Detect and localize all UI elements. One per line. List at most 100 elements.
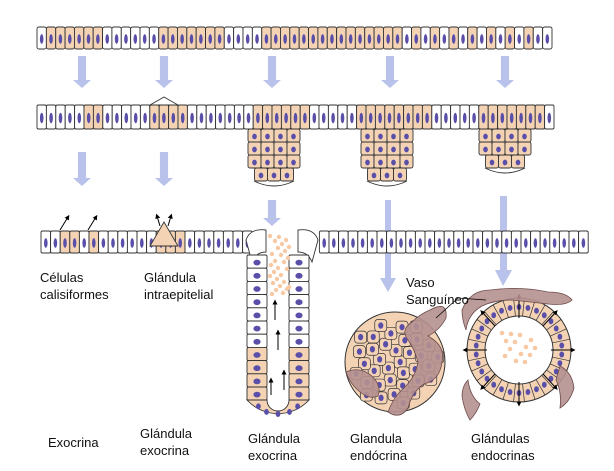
cell-nucleus (124, 112, 129, 124)
cell-nucleus (461, 34, 465, 44)
process-arrow (263, 200, 281, 226)
cell-nucleus (404, 159, 409, 166)
cell-nucleus (397, 358, 403, 366)
cell-nucleus (253, 272, 261, 279)
secretion-dot (512, 339, 518, 345)
cell-nucleus (377, 356, 383, 363)
secretion-dot (281, 259, 287, 265)
cell-nucleus (491, 112, 495, 124)
cell-nucleus (130, 238, 134, 248)
cell-nucleus (218, 112, 223, 124)
secretion-arrow (155, 213, 161, 227)
cell-nucleus (534, 386, 539, 393)
cell-nucleus (368, 112, 373, 124)
cell-nucleus (519, 112, 523, 124)
cell-nucleus (397, 172, 403, 179)
cell-nucleus (408, 238, 413, 248)
process-arrow (263, 56, 281, 88)
cell-nucleus (265, 112, 270, 124)
cell-nucleus (515, 159, 521, 166)
process-arrow (73, 152, 91, 186)
secretion-arrow (542, 310, 558, 327)
cell-nucleus (360, 238, 365, 248)
cell-nucleus (359, 112, 364, 124)
secretion-dot (517, 332, 523, 338)
cell-nucleus (485, 238, 490, 248)
cell-nucleus (253, 325, 261, 332)
cell-nucleus (470, 34, 475, 44)
cell-border (513, 383, 516, 402)
cell-nucleus (86, 112, 91, 124)
cell-nucleus (553, 368, 559, 375)
cell-nucleus (358, 333, 364, 341)
secretion-dot (523, 344, 529, 350)
cell-nucleus (498, 34, 503, 44)
cell-nucleus (252, 133, 257, 140)
cell-nucleus (387, 376, 393, 384)
cell-nucleus (393, 347, 399, 354)
cell-nucleus (133, 34, 138, 44)
cell-nucleus (472, 112, 476, 124)
secretion-dot (513, 358, 519, 364)
cell-nucleus (525, 389, 531, 396)
cell-nucleus (162, 112, 166, 124)
cell-nucleus (504, 238, 509, 248)
cell-nucleus (86, 34, 91, 44)
cell-nucleus (339, 34, 344, 44)
secretion-dot (269, 291, 275, 297)
cell-nucleus (378, 133, 383, 140)
secretion-dot (276, 234, 282, 240)
cell-nucleus (295, 299, 303, 306)
cell-border (546, 319, 562, 331)
cell-nucleus (142, 34, 147, 44)
cell-nucleus (265, 146, 270, 153)
cell-nucleus (255, 34, 259, 44)
cell-nucleus (481, 112, 486, 124)
row-2-epithelium (36, 96, 555, 187)
cell-nucleus (293, 112, 298, 124)
cell-nucleus (378, 112, 382, 124)
cell-nucleus (256, 112, 260, 124)
cell-nucleus (548, 318, 554, 325)
cell-border (552, 338, 570, 344)
cell-nucleus (209, 112, 213, 124)
cell-nucleus (77, 34, 81, 44)
cell-nucleus (253, 365, 261, 372)
cell-nucleus (525, 304, 531, 311)
exocrine-tubular-gland (245, 229, 319, 417)
secretion-dot (280, 290, 286, 296)
cell-nucleus (295, 352, 303, 358)
cell-nucleus (559, 351, 565, 358)
cell-nucleus (423, 34, 428, 44)
cell-nucleus (475, 360, 481, 367)
cell-nucleus (509, 133, 514, 140)
cell-nucleus (105, 34, 110, 44)
cell-nucleus (348, 34, 353, 44)
label-celulas-calisiformes: Células calisiformes (40, 270, 109, 302)
cell-nucleus (365, 146, 370, 153)
label-pointer (435, 297, 459, 319)
cell-nucleus (370, 333, 376, 341)
follicular-gland (462, 293, 576, 407)
cell-nucleus (473, 351, 479, 358)
cell-nucleus (72, 238, 77, 248)
cell-nucleus (332, 238, 336, 248)
label-vaso-sanguineo: Vaso Sanguíneo (406, 275, 469, 307)
cell-nucleus (415, 112, 420, 124)
cell-nucleus (295, 391, 303, 398)
intraepithelial-gland (149, 221, 179, 247)
secretion-arrow (542, 373, 558, 390)
secretion-arrow (480, 310, 496, 327)
cell-nucleus (383, 341, 389, 348)
cell-border (502, 382, 509, 400)
cell-nucleus (479, 368, 485, 375)
cell-nucleus (406, 112, 411, 124)
cell-nucleus (291, 146, 296, 153)
secretion-dot (283, 237, 289, 243)
cell-nucleus (253, 338, 261, 345)
cell-nucleus (380, 238, 384, 248)
cell-nucleus (245, 34, 250, 44)
cell-nucleus (367, 34, 372, 44)
cell-nucleus (491, 381, 497, 388)
